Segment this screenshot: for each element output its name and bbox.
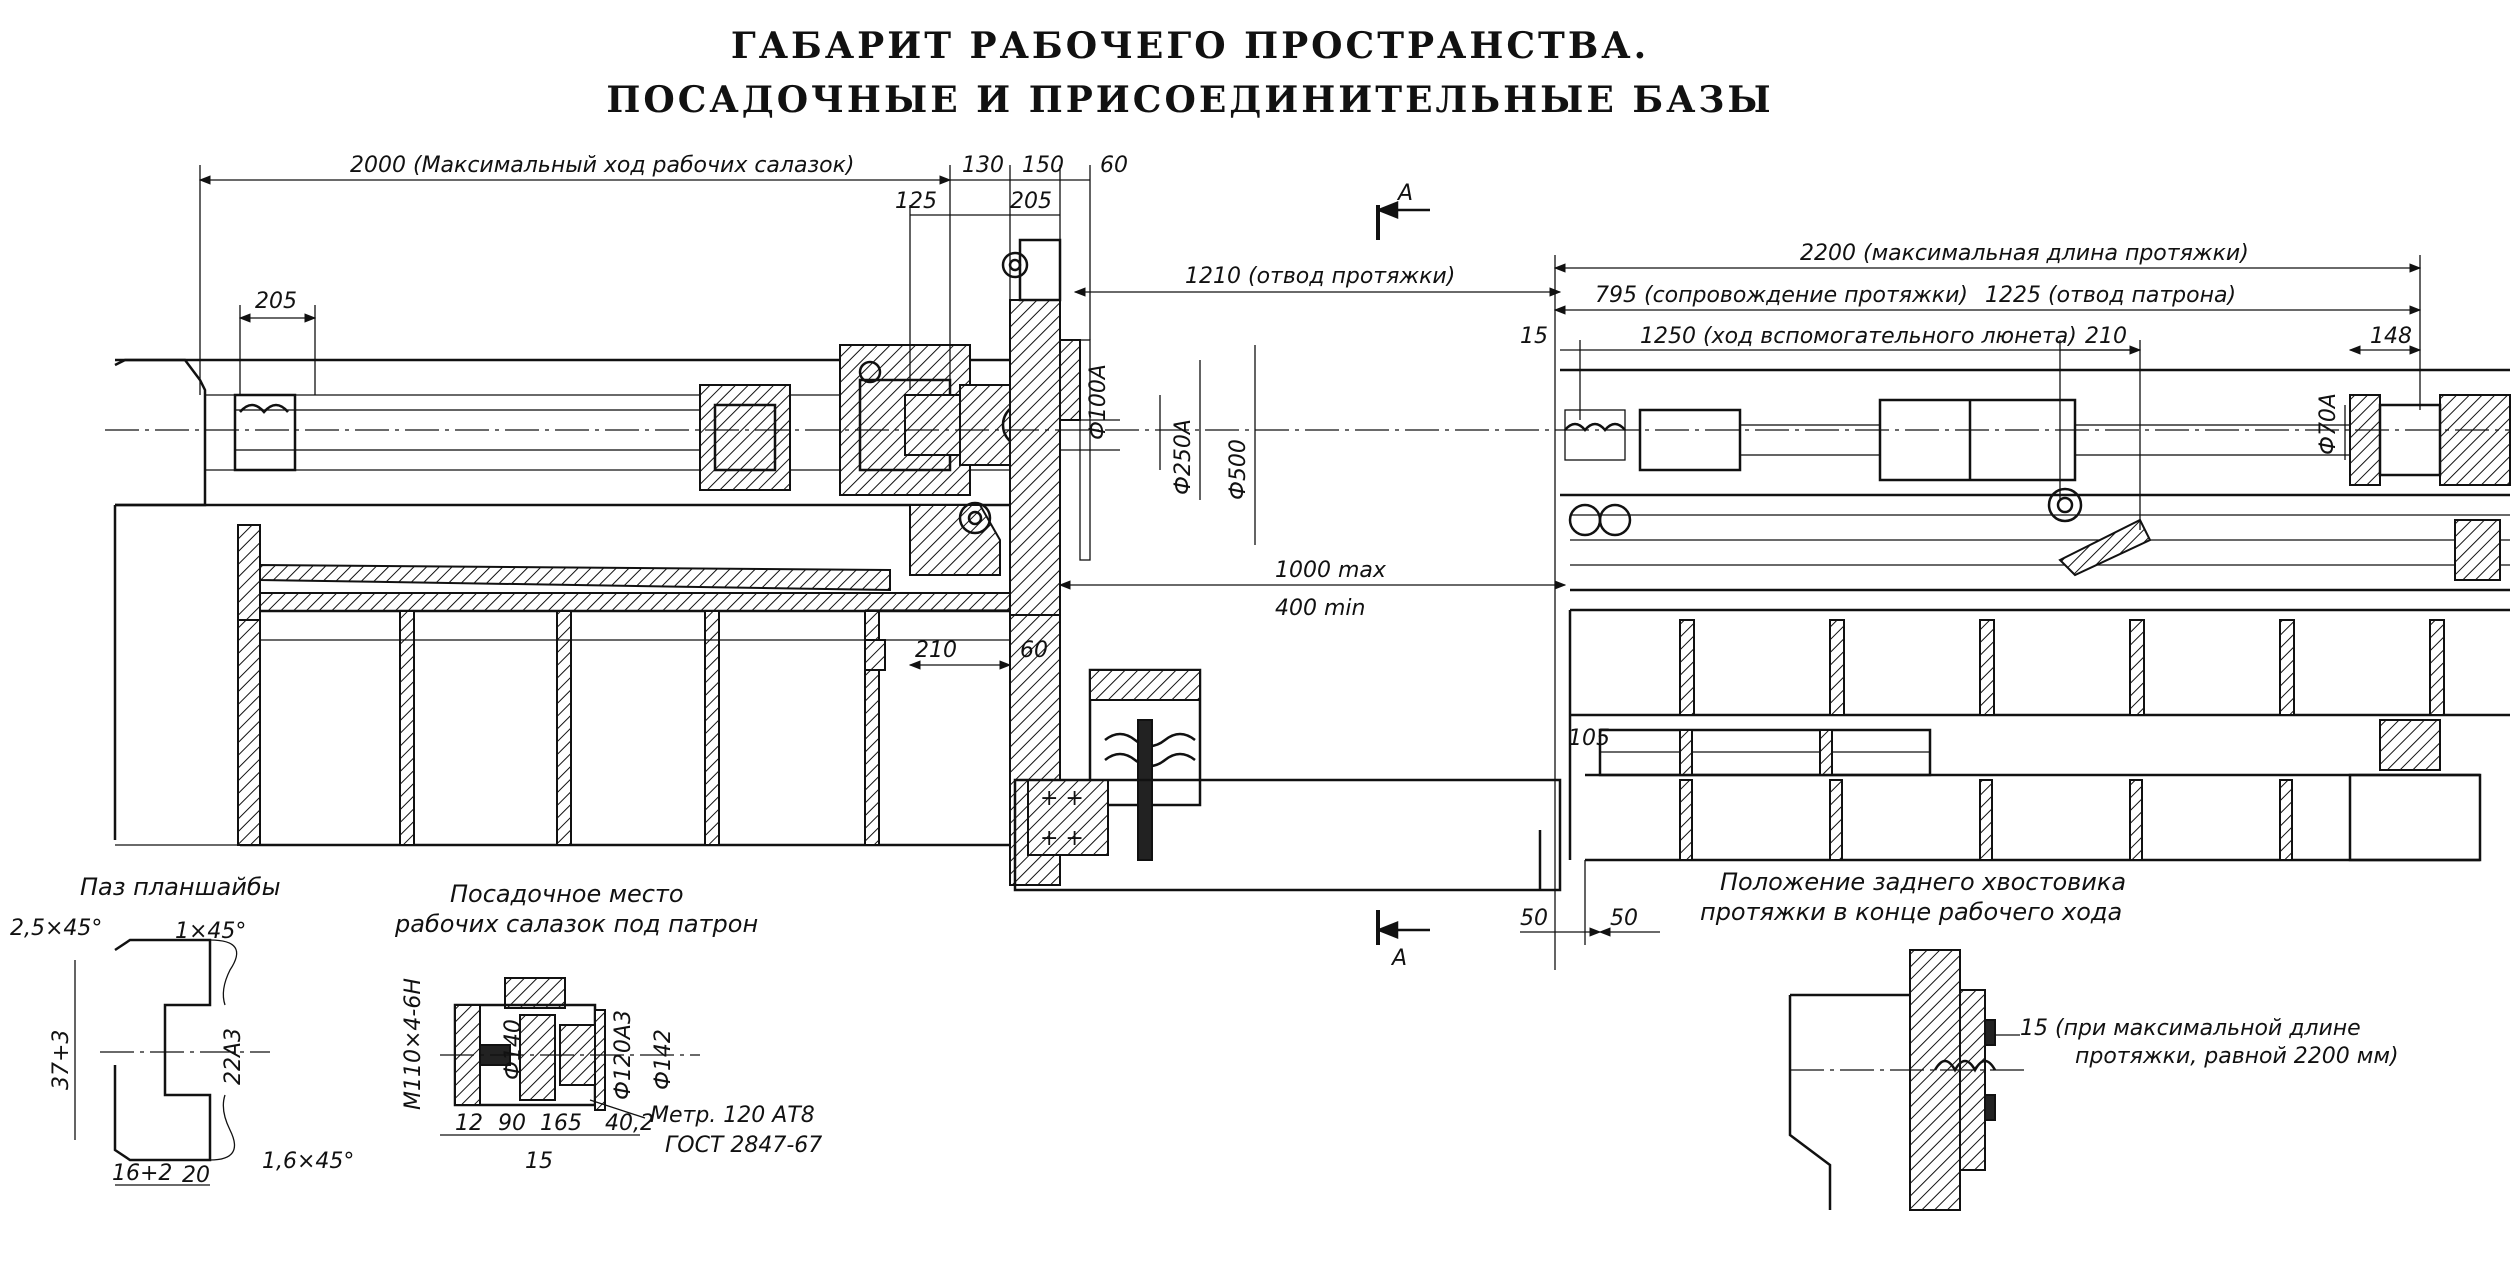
section-mark-bottom: A — [1375, 910, 1430, 971]
svg-text:+ +: + + — [1040, 786, 1084, 811]
seat-d402: 40,2 — [605, 1111, 654, 1136]
dim-accompany-broach: 795 (сопровождение протяжки) — [1595, 283, 1968, 308]
seat-thread: М110×4-6Н — [401, 978, 426, 1110]
section-label-a-top: A — [1396, 181, 1413, 206]
seat-phi140: Ф140 — [501, 1019, 526, 1080]
slot-chamfer-bottom: 1,6×45° — [262, 1149, 354, 1174]
section-mark-top: A — [1375, 181, 1430, 240]
dim-phi250a: Ф250А — [1171, 419, 1196, 495]
dim-148: 148 — [2370, 324, 2412, 349]
slot-d20: 20 — [182, 1163, 210, 1188]
dim-phi500: Ф500 — [1226, 439, 1251, 500]
dim-205-left: 205 — [255, 289, 297, 314]
dim-max-broach-length: 2200 (максимальная длина протяжки) — [1800, 241, 2249, 266]
dim-60-low: 60 — [1020, 638, 1048, 663]
dim-max-slide-travel: 2000 (Максимальный ход рабочих салазок) — [350, 153, 854, 178]
tail-caption-1: Положение заднего хвостовика — [1720, 868, 2126, 896]
dim-aux-lunette-travel: 1250 (ход вспомогательного люнета) — [1640, 324, 2077, 349]
seat-caption-2: рабочих салазок под патрон — [394, 910, 758, 938]
right-machine-body — [1560, 368, 2511, 862]
dim-phi70a: Ф70А — [2316, 393, 2341, 455]
seat-detail: Посадочное место рабочих салазок под пат… — [394, 880, 822, 1174]
dim-150: 150 — [1022, 153, 1064, 178]
dim-205-top: 205 — [1010, 189, 1052, 214]
seat-d15: 15 — [525, 1149, 553, 1174]
dim-105: 105 — [1568, 726, 1610, 751]
seat-metr: Метр. 120 АТ8 — [650, 1103, 815, 1128]
title-line-1: ГАБАРИТ РАБОЧЕГО ПРОСТРАНСТВА. — [731, 25, 1649, 67]
tail-caption-2: протяжки в конце рабочего хода — [1700, 898, 2122, 926]
dim-15-right: 15 — [1520, 324, 1548, 349]
slot-caption: Паз планшайбы — [80, 873, 281, 901]
slot-height: 37+3 — [49, 1030, 74, 1090]
seat-gost: ГОСТ 2847-67 — [665, 1133, 822, 1158]
slot-width: 22A3 — [221, 1028, 246, 1085]
dim-210-low: 210 — [915, 638, 957, 663]
section-label-a-bottom: A — [1390, 946, 1407, 971]
dim-50-b: 50 — [1610, 906, 1638, 931]
dim-125: 125 — [895, 189, 937, 214]
dim-retract-chuck: 1225 (отвод патрона) — [1985, 283, 2236, 308]
seat-d90: 90 — [498, 1111, 526, 1136]
seat-d165: 165 — [540, 1111, 582, 1136]
spring-device: + + + + — [1013, 668, 1562, 892]
dim-210-right: 210 — [2085, 324, 2127, 349]
slot-detail: Паз планшайбы 37+3 22A3 2,5×45° 1×45° 1,… — [10, 873, 354, 1188]
seat-phi120: Ф120А3 — [611, 1010, 636, 1100]
svg-text:+ +: + + — [1040, 826, 1084, 851]
slot-d16: 16+2 — [112, 1161, 172, 1186]
seat-phi142: Ф142 — [651, 1029, 676, 1090]
seat-caption-1: Посадочное место — [450, 880, 684, 908]
dim-400-min: 400 min — [1275, 596, 1365, 621]
tail-note-1: 15 (при максимальной длине — [2020, 1016, 2361, 1041]
slot-chamfer-top: 2,5×45° — [10, 916, 102, 941]
dim-phi100a: Ф100А — [1086, 364, 1111, 440]
dim-60-top: 60 — [1100, 153, 1128, 178]
dim-130: 130 — [962, 153, 1004, 178]
dim-retract-broach: 1210 (отвод протяжки) — [1185, 264, 1455, 289]
tail-detail: Положение заднего хвостовика протяжки в … — [1700, 868, 2399, 1211]
title-line-2: ПОСАДОЧНЫЕ И ПРИСОЕДИНИТЕЛЬНЫЕ БАЗЫ — [606, 79, 1773, 121]
dim-1000-max: 1000 max — [1275, 558, 1387, 583]
dim-50-a: 50 — [1520, 906, 1548, 931]
tail-note-2: протяжки, равной 2200 мм) — [2075, 1044, 2399, 1069]
slot-chamfer-1: 1×45° — [175, 919, 246, 944]
seat-d12: 12 — [455, 1111, 483, 1136]
main-dimensions: 2000 (Максимальный ход рабочих салазок) … — [198, 153, 2422, 970]
